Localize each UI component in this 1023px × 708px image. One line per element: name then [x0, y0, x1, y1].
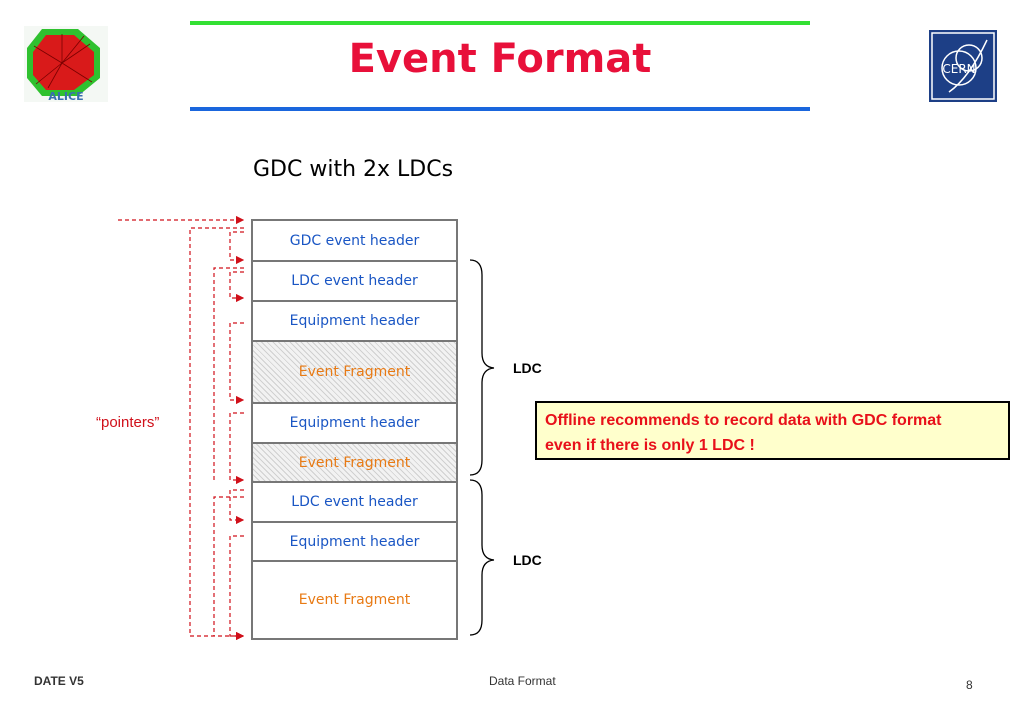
top-green-rule [190, 21, 810, 25]
stack-cell-ldc-event-header: LDC event header [253, 260, 456, 300]
cern-logo: CERN [929, 30, 997, 102]
ldc-braces [469, 259, 495, 636]
stack-cell-event-fragment: Event Fragment [253, 340, 456, 402]
page-number: 8 [966, 678, 973, 692]
cern-logo-text: CERN [942, 62, 975, 76]
ldc-brace-2 [469, 479, 495, 636]
stack-cell-event-fragment: Event Fragment [253, 442, 456, 481]
footer-center: Data Format [489, 674, 556, 688]
stack-cell-equipment-header: Equipment header [253, 521, 456, 560]
alice-logo: ALICE [24, 26, 108, 103]
ldc-label-2: LDC [513, 552, 542, 568]
offline-recommendation-note: Offline recommends to record data with G… [535, 401, 1010, 460]
slide-title: Event Format [348, 36, 652, 82]
stack-cell-gdc-event-header: GDC event header [289, 232, 420, 249]
stack-cell-equipment-header: Equipment header [253, 402, 456, 442]
note-line-1: Offline recommends to record data with G… [545, 412, 942, 429]
slide-subtitle: GDC with 2x LDCs [253, 157, 454, 182]
note-line-2: even if there is only 1 LDC ! [545, 437, 755, 454]
pointers-label: “pointers” [96, 414, 160, 431]
alice-logo-text: ALICE [48, 90, 83, 102]
bottom-blue-rule [190, 107, 810, 111]
event-stack: GDC event header LDC event header Equipm… [251, 219, 458, 640]
ldc-label-1: LDC [513, 360, 542, 376]
ldc-brace-1 [469, 259, 495, 476]
stack-cell-equipment-header: Equipment header [253, 300, 456, 340]
stack-cell-event-fragment: Event Fragment [253, 560, 456, 638]
footer-left: DATE V5 [34, 674, 84, 688]
stack-cell-ldc-event-header: LDC event header [253, 481, 456, 521]
